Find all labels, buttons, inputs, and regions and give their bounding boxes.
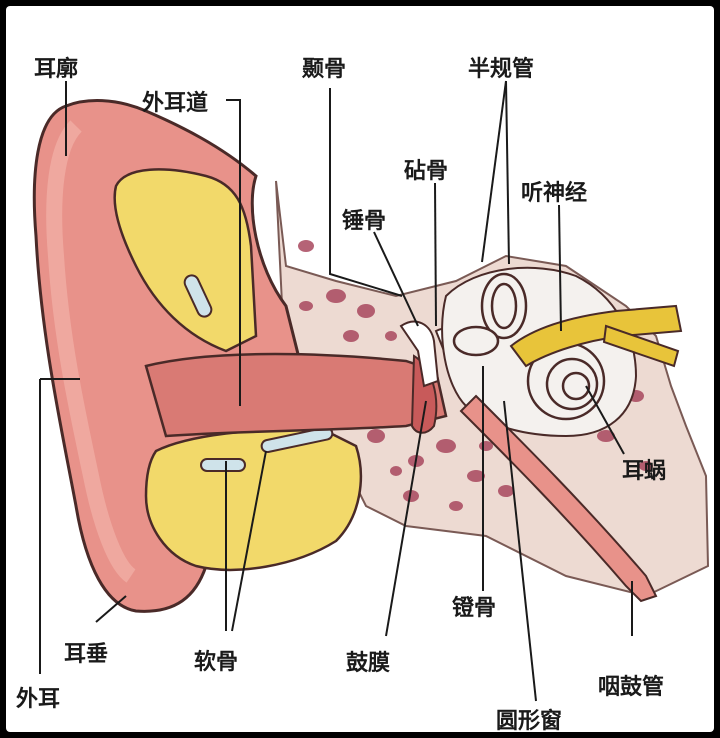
label-round-window: 圆形窗 (496, 708, 562, 732)
label-temporal-bone: 颞骨 (301, 57, 346, 82)
semicircular-canals (452, 272, 528, 357)
diagram-frame: 耳廓 外耳道 颞骨 半规管 砧骨 听神经 锤骨 外耳 耳蜗 镫骨 咽鼓管 耳垂 … (6, 6, 714, 732)
auricle-highlight (46, 120, 137, 583)
auditory-nerve-shape (509, 304, 683, 368)
label-auditory-nerve: 听神经 (521, 180, 587, 206)
label-eardrum: 鼓膜 (346, 651, 390, 676)
label-semicircular-canals: 半规管 (468, 56, 534, 82)
label-incus: 砧骨 (404, 158, 448, 184)
label-stapes: 镫骨 (452, 595, 496, 621)
label-outer-ear: 外耳 (16, 686, 60, 712)
label-malleus: 锤骨 (342, 208, 386, 234)
label-cartilage: 软骨 (194, 649, 238, 675)
ear-canal (144, 352, 448, 438)
label-ear-canal: 外耳道 (142, 90, 208, 116)
label-auricle: 耳廓 (34, 56, 78, 82)
ear-anatomy-diagram: 耳廓 外耳道 颞骨 半规管 砧骨 听神经 锤骨 外耳 耳蜗 镫骨 咽鼓管 耳垂 … (16, 56, 710, 732)
label-eustachian-tube: 咽鼓管 (598, 674, 664, 700)
label-cochlea: 耳蜗 (622, 459, 666, 484)
cartilage-lower (144, 428, 362, 572)
cochlea-shape (526, 341, 606, 421)
label-earlobe: 耳垂 (64, 642, 108, 667)
leader-lines (39, 80, 633, 702)
